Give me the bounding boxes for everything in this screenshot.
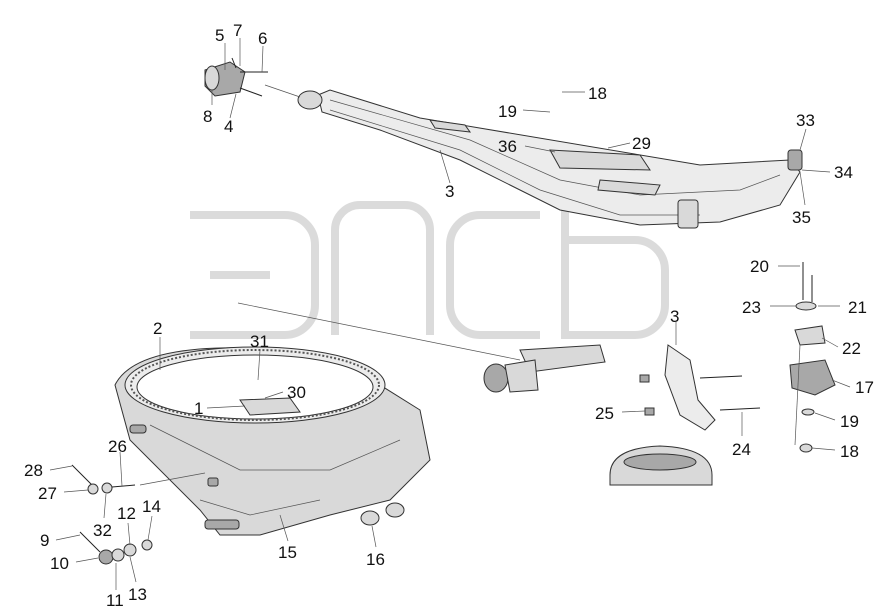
upper-frame-assembly — [264, 84, 803, 229]
leader-lines — [49, 38, 851, 590]
callout-24: 24 — [732, 440, 751, 459]
plate-part-1 — [239, 397, 301, 416]
callout-15: 15 — [278, 543, 297, 562]
callout-13: 13 — [128, 585, 147, 604]
callout-16: 16 — [366, 550, 385, 569]
clamps — [360, 502, 405, 526]
bolt-cluster-top — [204, 57, 268, 97]
callout-18-top: 18 — [588, 84, 607, 103]
callout-9: 9 — [40, 531, 49, 550]
center-hitch — [237, 302, 606, 393]
callout-19-top: 19 — [498, 102, 517, 121]
callout-22: 22 — [842, 339, 861, 358]
callout-4: 4 — [224, 117, 233, 136]
ring-housing — [114, 346, 431, 536]
callout-2: 2 — [153, 319, 162, 338]
callout-5: 5 — [215, 26, 224, 45]
callout-30: 30 — [287, 383, 306, 402]
callout-11: 11 — [106, 591, 124, 610]
callout-21: 21 — [848, 298, 867, 317]
callout-29: 29 — [632, 134, 651, 153]
round-pad — [609, 445, 713, 486]
callout-18-right: 18 — [840, 442, 859, 461]
callout-27: 27 — [38, 484, 57, 503]
callout-26: 26 — [108, 437, 127, 456]
callout-36: 36 — [498, 137, 517, 156]
left-small-parts — [71, 464, 206, 565]
callout-31: 31 — [250, 332, 269, 351]
callout-23: 23 — [742, 298, 761, 317]
callout-32: 32 — [93, 521, 112, 540]
callout-25: 25 — [595, 404, 614, 423]
callout-8: 8 — [203, 107, 212, 126]
watermark-logo: TM — [190, 200, 669, 339]
bracket-plate — [639, 344, 761, 431]
callout-labels: 5 7 6 8 4 18 19 36 29 33 34 35 3 20 23 2… — [24, 21, 874, 610]
callout-1: 1 — [194, 399, 203, 418]
callout-3-bracket: 3 — [670, 307, 679, 326]
callout-20: 20 — [750, 257, 769, 276]
callout-10: 10 — [50, 554, 69, 573]
callout-34: 34 — [834, 163, 853, 182]
ball-end — [297, 90, 323, 110]
callout-3-top: 3 — [445, 182, 454, 201]
callout-7: 7 — [233, 21, 242, 40]
coupling-stack — [789, 262, 836, 453]
callout-19-right: 19 — [840, 412, 859, 431]
callout-12: 12 — [117, 504, 136, 523]
callout-33: 33 — [796, 111, 815, 130]
callout-14: 14 — [142, 497, 161, 516]
callout-6: 6 — [258, 29, 267, 48]
callout-28: 28 — [24, 461, 43, 480]
callout-35: 35 — [792, 208, 811, 227]
callout-17: 17 — [855, 378, 874, 397]
